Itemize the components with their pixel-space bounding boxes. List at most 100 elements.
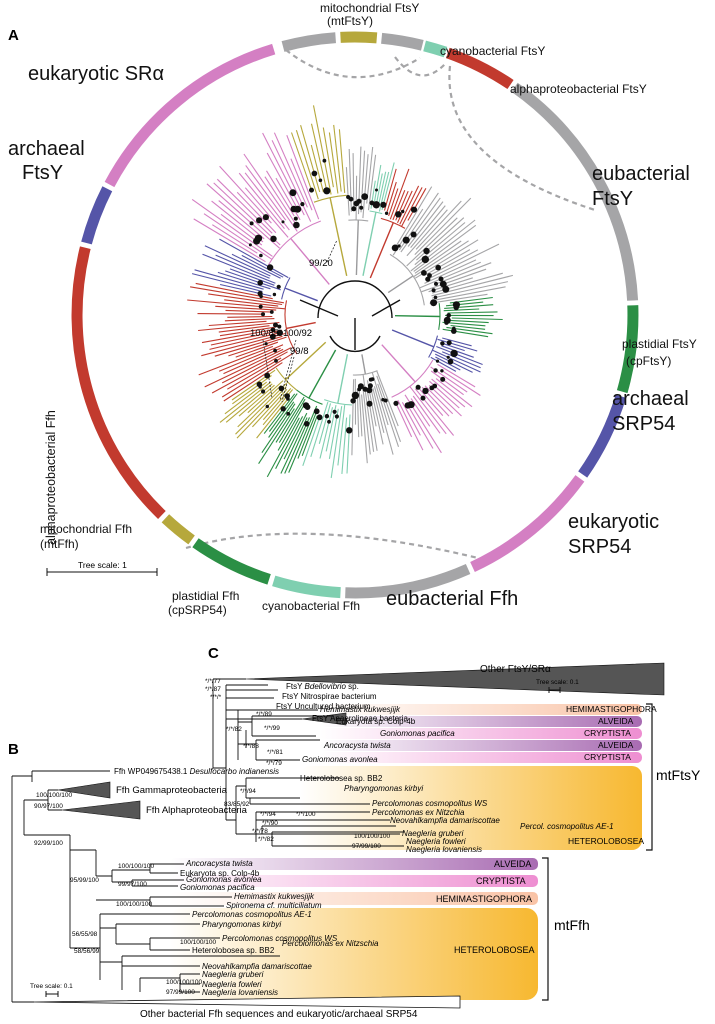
tree-leaf — [442, 321, 486, 327]
support-label: 99/8 — [290, 346, 309, 357]
taxon: Eukaryota sp. Colp-4b — [336, 717, 416, 726]
support-dot — [332, 409, 337, 414]
collapsed-label-c: Other FtsY/SRα — [480, 664, 551, 675]
tree-branch — [324, 399, 352, 406]
support-dot — [269, 333, 276, 340]
support-dot — [334, 414, 339, 419]
tree-leaf — [297, 409, 318, 459]
support-value: 92/99/100 — [34, 840, 63, 847]
support-dot — [257, 280, 264, 286]
tree-leaf — [266, 170, 295, 217]
support-dot — [257, 290, 263, 297]
tree-leaf — [243, 153, 298, 232]
tree-leaf — [447, 311, 498, 314]
tree-leaf — [429, 249, 479, 276]
tree-branch — [389, 253, 425, 306]
support-dot — [393, 400, 399, 406]
support-dot — [351, 391, 360, 400]
tree-leaf — [219, 238, 289, 279]
tree-leaf — [338, 129, 346, 193]
tree-leaf — [361, 394, 368, 464]
tree-leaf — [198, 345, 274, 376]
tree-leaf — [219, 283, 272, 297]
taxon: Goniomonas avonlea — [302, 755, 378, 764]
ring-cyano-ftsy — [423, 40, 448, 58]
support-value: */*/77 — [205, 678, 221, 685]
support-dot — [442, 285, 450, 293]
tree-leaf — [451, 317, 503, 321]
tree-backbone — [299, 280, 401, 353]
tree-leaf — [224, 318, 275, 322]
support-value: 100/100/100 — [36, 792, 73, 799]
tree-leaf — [434, 353, 473, 373]
ring-arch-srp54 — [578, 394, 627, 478]
tree-leaf — [256, 398, 289, 439]
tree-leaf — [318, 403, 332, 444]
support-dot — [286, 411, 291, 416]
tree-leaf — [284, 417, 311, 474]
support-value: 56/55/98 — [72, 931, 98, 938]
support-dots — [248, 158, 460, 434]
tree-branch — [267, 220, 321, 266]
support-dot — [401, 209, 405, 214]
tree-leaf — [197, 313, 266, 315]
taxon: Naegleria fowleri — [406, 837, 466, 846]
tree-leaf — [436, 345, 483, 366]
tree-leaf — [215, 305, 277, 311]
support-dot — [431, 288, 436, 293]
tree-leaf — [430, 356, 457, 372]
label-arch-srp54-2: SRP54 — [612, 413, 675, 435]
support-value: */*/90 — [262, 820, 278, 827]
collapsed-alpha-b — [61, 800, 141, 820]
tree-leaf — [341, 417, 348, 474]
tree-leaf — [378, 171, 387, 204]
group-label: HETEROLOBOSEA — [568, 836, 644, 846]
label-euk-srp54: eukaryotic — [568, 511, 659, 533]
taxon: Ffh WP049675438.1 — [114, 767, 188, 776]
tree-leaf — [413, 224, 477, 272]
tree-leaf — [295, 130, 319, 200]
support-dot — [435, 264, 442, 271]
support-dot — [366, 387, 373, 394]
label-mito-ftsy: mitochondrial FtsY — [320, 1, 419, 15]
support-value: */*/88 — [243, 743, 259, 750]
tree-leaf — [430, 370, 464, 396]
tree-branch — [352, 370, 378, 376]
tree-leaf — [262, 132, 305, 216]
tree-c — [212, 678, 404, 847]
tree-leaf — [428, 385, 462, 417]
tree-branch — [380, 217, 406, 229]
tree-leaf — [407, 404, 434, 449]
tree-leaf — [225, 270, 281, 291]
tree-leaf — [424, 385, 454, 415]
support-dot — [444, 320, 449, 325]
box-cryptista-b — [170, 875, 538, 887]
tree-branch — [284, 300, 298, 355]
tree-branch — [313, 194, 347, 203]
tree-leaf — [191, 273, 263, 293]
tree-leaf — [208, 293, 283, 306]
support-dot — [313, 408, 320, 415]
tree-branch — [308, 349, 337, 399]
support-dot — [435, 359, 440, 363]
taxon: Naegleria fowleri — [202, 980, 262, 989]
tree-leaf — [286, 135, 320, 220]
support-dot — [450, 349, 458, 358]
support-value: 100/100/100 — [118, 863, 155, 870]
taxon: Naegleria lovaniensis — [202, 988, 278, 997]
tree-leaf — [394, 400, 413, 438]
tree-leaf — [410, 219, 476, 272]
tree-leaf — [406, 209, 448, 257]
support-value: */*/99 — [264, 725, 280, 732]
support-dot — [429, 385, 435, 391]
panel-a-letter: A — [8, 27, 19, 44]
support-dot — [254, 234, 263, 242]
tree-leaf — [450, 319, 489, 324]
tree-leaf — [442, 370, 481, 396]
support-dot — [262, 214, 269, 221]
label-arch-srp54: archaeal — [612, 388, 689, 410]
group-label: CRYPTISTA — [584, 728, 631, 738]
support-dot — [270, 327, 276, 333]
support-dot — [261, 389, 266, 394]
tree-leaf — [268, 393, 298, 432]
